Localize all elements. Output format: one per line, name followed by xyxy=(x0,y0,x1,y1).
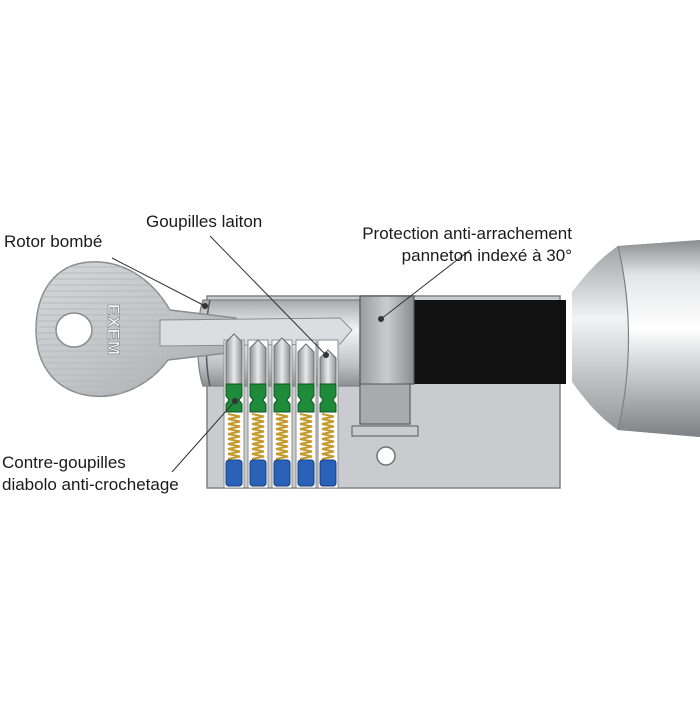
pin-stacks xyxy=(223,333,339,489)
cam xyxy=(351,295,419,437)
spring xyxy=(321,413,335,460)
green-driver-pin xyxy=(297,383,315,413)
brass-pin xyxy=(273,337,291,385)
leader-protection xyxy=(380,249,471,320)
blue-cap xyxy=(225,459,243,487)
label-protection-line1: Protection anti-arrachement xyxy=(362,224,572,243)
spring xyxy=(227,413,241,460)
leader-lines xyxy=(111,235,471,473)
leader-dots xyxy=(202,303,384,404)
label-protection-line2: panneton indexé à 30° xyxy=(401,246,572,265)
leader-contre xyxy=(171,400,236,473)
brass-pin xyxy=(297,343,315,385)
brass-pin xyxy=(249,339,267,385)
label-goupilles-laiton: Goupilles laiton xyxy=(146,212,263,231)
key-hole xyxy=(55,312,93,348)
label-contre-line2: diabolo anti-crochetage xyxy=(2,475,179,494)
leader-goupilles xyxy=(209,235,327,356)
green-driver-pin xyxy=(225,383,243,413)
blue-cap xyxy=(297,459,315,487)
green-driver-pin xyxy=(249,383,267,413)
blue-cap xyxy=(249,459,267,487)
spring xyxy=(251,413,265,460)
key-brand: EXEM xyxy=(104,304,123,356)
spring xyxy=(299,413,313,460)
blue-cap xyxy=(319,459,337,487)
body-hole xyxy=(376,446,396,466)
label-contre-line1: Contre-goupilles xyxy=(2,453,126,472)
label-rotor-bombe: Rotor bombé xyxy=(4,232,103,251)
spring xyxy=(275,413,289,460)
cam-housing xyxy=(410,300,566,384)
leader-rotor xyxy=(111,257,206,307)
key: EXEM xyxy=(35,261,353,398)
green-driver-pin xyxy=(273,383,291,413)
knob xyxy=(572,240,700,437)
brass-pin xyxy=(225,333,243,385)
green-driver-pin xyxy=(319,383,337,413)
blue-cap xyxy=(273,459,291,487)
